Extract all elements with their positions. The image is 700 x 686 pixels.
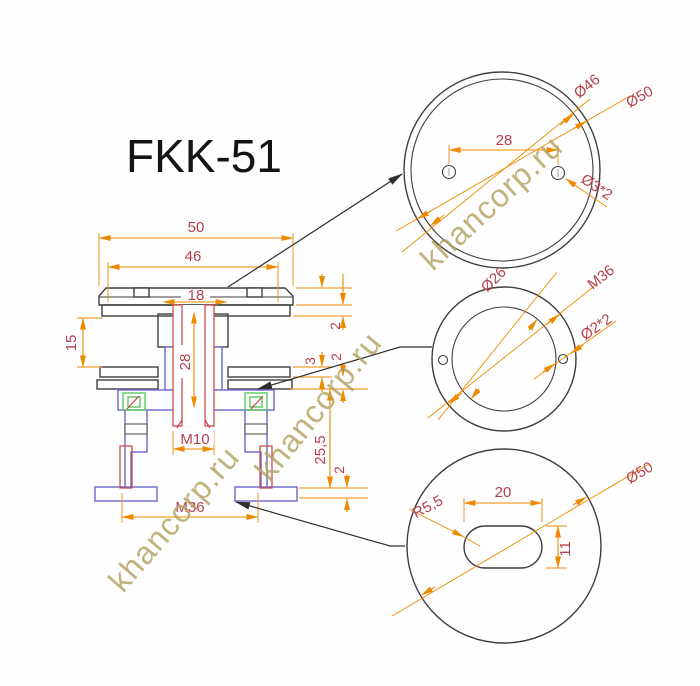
watermark-text-3: khancorp.ru	[101, 439, 246, 598]
foot-right	[234, 486, 298, 502]
top-outer-circle	[403, 71, 601, 269]
bottom-slot	[463, 525, 543, 569]
body-tab-right	[244, 423, 268, 435]
dim-label-top-outer-dia: Ø50	[623, 83, 656, 112]
dim-label-overall-width: 50	[188, 219, 205, 236]
dim-label-slot-length: 20	[495, 484, 512, 501]
leader-top-view	[227, 173, 403, 288]
top-view-circle: 28 Ø46 Ø50 Ø3*2	[395, 71, 656, 269]
dim-label-cap-lip: 2	[327, 322, 343, 330]
dim-label-middle-thread: M36	[584, 262, 617, 293]
section-dimensions: 50 46 18 15 28 M10 M36	[63, 219, 368, 523]
dim-label-top-holes: Ø3*2	[578, 171, 616, 204]
top-hole-left	[441, 164, 457, 180]
middle-outer-circle	[431, 286, 577, 432]
dim-label-thread-center: M10	[180, 431, 209, 448]
dim-label-thread-body: M36	[175, 499, 204, 516]
middle-view-circle: M36 Ø26 Ø2*2	[427, 262, 618, 432]
middle-hole-right	[557, 353, 569, 365]
foot-left	[94, 486, 158, 502]
bottom-view-circle: 20 11 Ø50 R5,5	[391, 448, 656, 644]
right-extension-lines	[290, 287, 368, 499]
cap-notch-right	[246, 287, 263, 298]
dim-label-foot: 2	[331, 466, 347, 474]
thread-bar-right	[259, 445, 273, 489]
dim-label-bore-top: 18	[188, 287, 205, 304]
dim-label-slot-radius: R5,5	[410, 492, 446, 522]
clip-left	[122, 392, 146, 411]
dim-label-slot-height: 11	[557, 541, 574, 557]
middle-hole-left	[437, 354, 449, 366]
top-inner-circle	[410, 78, 594, 262]
dim-label-hole-spacing: 28	[496, 132, 513, 149]
dim-label-gasket-gap: 3	[302, 357, 318, 365]
dim-label-plate: 2	[328, 353, 344, 361]
leader-lines	[227, 173, 432, 547]
dim-label-glass-thickness: 15	[63, 335, 80, 352]
thread-bar-left	[119, 445, 133, 489]
dim-label-middle-holes: Ø2*2	[578, 311, 616, 345]
dim-label-top-inner-dia: Ø46	[571, 71, 604, 102]
middle-plate-right-1	[227, 366, 291, 378]
bottom-circle	[406, 448, 602, 644]
middle-plate-left-1	[99, 366, 159, 378]
leader-bottom-view	[235, 501, 405, 547]
dim-label-bottom-outer-dia: Ø50	[623, 459, 656, 488]
clip-right	[244, 392, 268, 411]
middle-plate-left-2	[96, 379, 159, 390]
page-title: FKK-51	[126, 130, 282, 182]
dim-label-bore-depth: 28	[177, 354, 194, 371]
cap-notch-left	[133, 287, 150, 298]
top-hole-right	[550, 165, 566, 181]
body-tab-left	[124, 423, 148, 435]
leader-middle-view	[257, 346, 432, 390]
middle-inner-circle	[451, 306, 557, 412]
bore-wall-right	[204, 304, 215, 427]
dim-label-washer-width: 46	[185, 248, 202, 265]
dim-label-body-height: 25,5	[312, 435, 329, 464]
